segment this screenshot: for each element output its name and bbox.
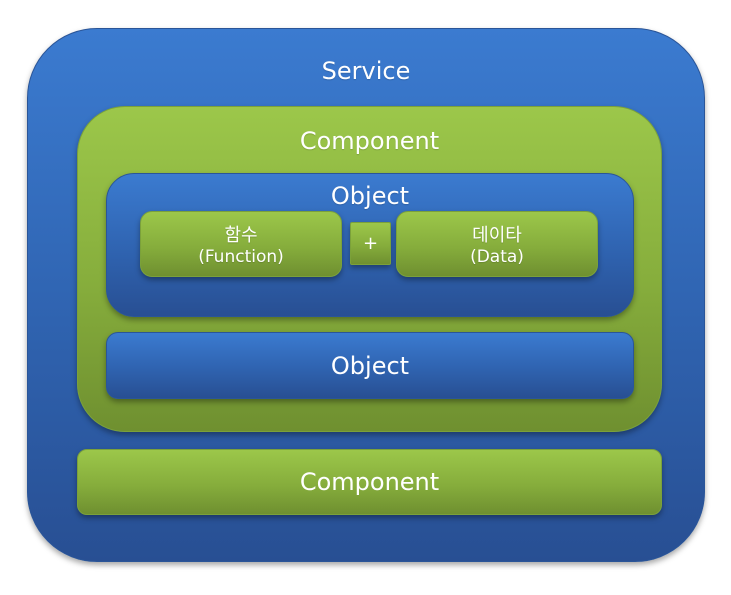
component-outer-label: Component — [299, 127, 440, 155]
service-label: Service — [321, 57, 411, 85]
function-box: 함수 (Function) — [140, 211, 342, 277]
component-bottom-label: Component — [299, 468, 440, 496]
function-english-label: (Function) — [198, 247, 284, 267]
plus-sign: + — [362, 233, 379, 254]
object-bottom-label: Object — [330, 351, 410, 380]
component-bottom-box: Component — [77, 449, 662, 515]
object-bottom-box: Object — [106, 332, 634, 399]
function-korean-label: 함수 — [224, 225, 258, 246]
data-korean-label: 데이타 — [472, 225, 522, 246]
data-english-label: (Data) — [470, 247, 524, 267]
data-box: 데이타 (Data) — [396, 211, 598, 277]
plus-box: + — [350, 222, 391, 265]
object-top-label: Object — [330, 182, 410, 210]
